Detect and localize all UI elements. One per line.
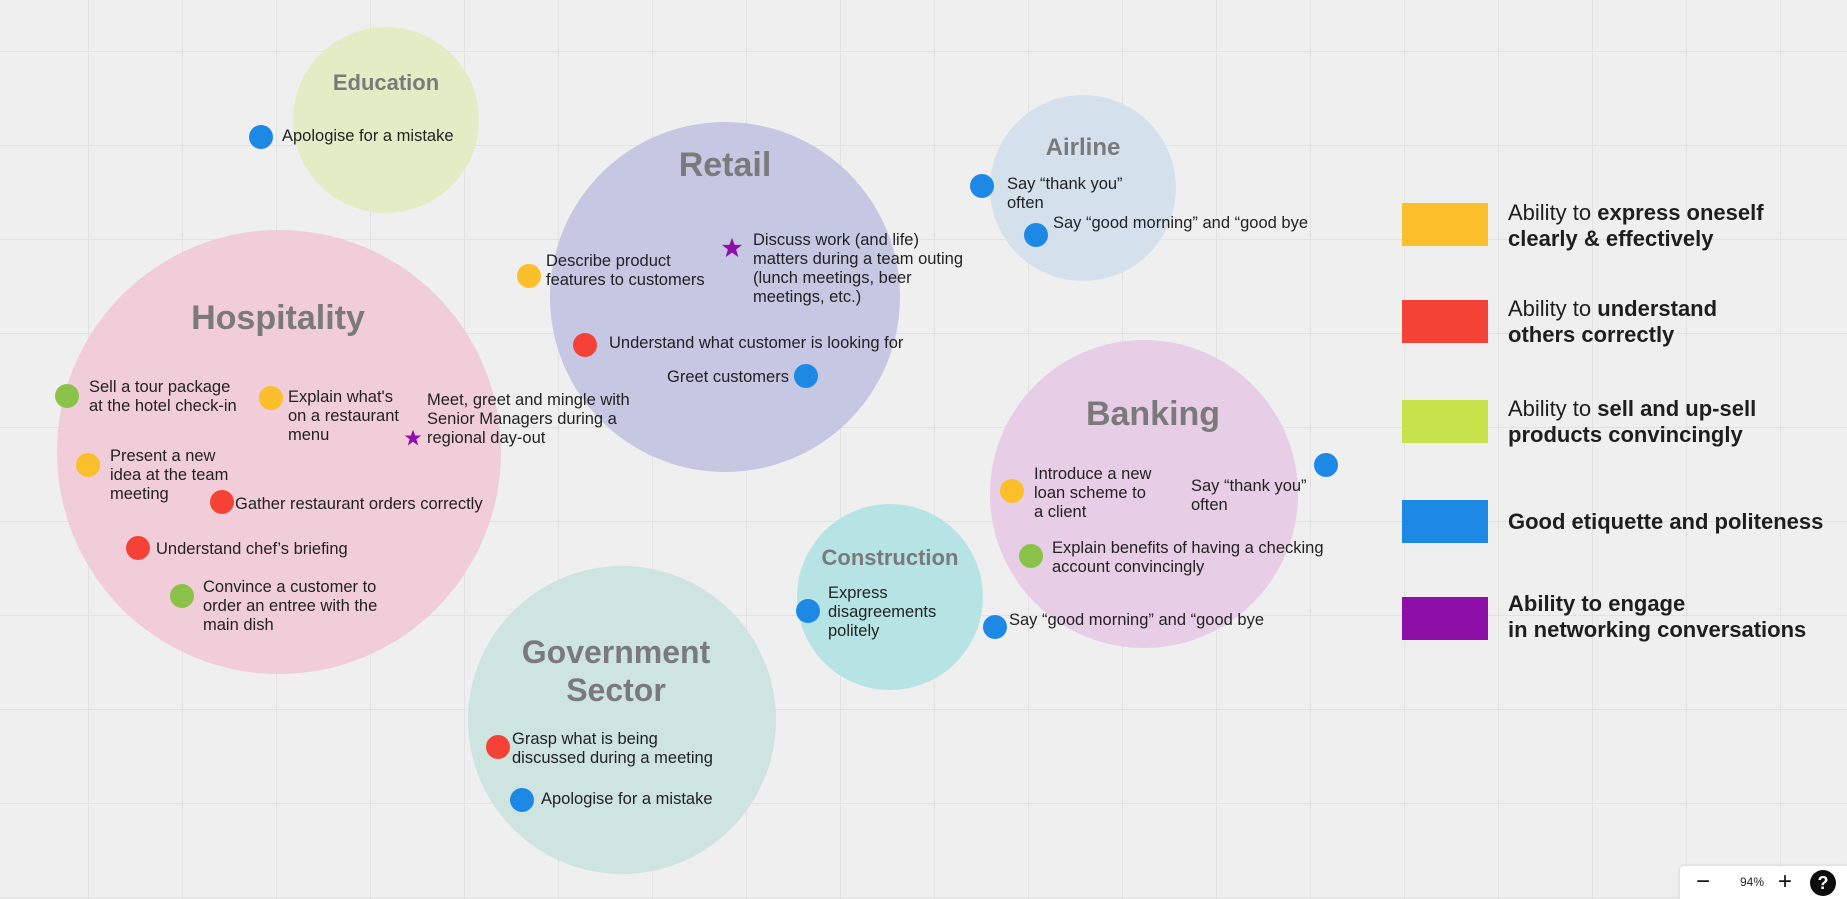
item-label: Understand what customer is looking for [609,334,904,352]
hospitality-circle[interactable] [57,230,501,674]
construction-title: Construction [821,545,959,570]
express-dot[interactable] [259,386,283,410]
legend-swatch-express [1402,203,1488,246]
item-label: Grasp what is being discussed during a m… [512,730,713,767]
education-circle[interactable] [293,27,479,213]
zoom-toolbar: − 94% + ? [1680,866,1847,899]
airline-circle[interactable] [990,95,1176,281]
construction-circle[interactable] [797,504,983,690]
retail-circle[interactable] [550,122,900,472]
hospitality-title: Hospitality [191,299,365,337]
item-label: Say “good morning” and “good bye [1009,611,1264,629]
legend-swatch-understand [1402,300,1488,343]
item-label: Explain benefits of having a checking ac… [1052,539,1324,576]
etiquette-dot[interactable] [510,788,534,812]
express-dot[interactable] [1000,479,1024,503]
sell-dot[interactable] [1019,544,1043,568]
etiquette-dot[interactable] [796,599,820,623]
understand-dot[interactable] [126,536,150,560]
item-label: Say “thank you” often [1007,175,1123,212]
etiquette-dot[interactable] [983,615,1007,639]
government-circle[interactable] [468,566,776,874]
legend-swatch-sell [1402,400,1488,443]
item-label: Gather restaurant orders correctly [235,495,483,513]
item-label: Apologise for a mistake [541,790,713,808]
networking-star-icon[interactable] [404,429,422,447]
etiquette-dot[interactable] [1024,223,1048,247]
legend-swatch-etiquette [1402,500,1488,543]
legend-item-etiquette: Good etiquette and politeness [1508,509,1824,534]
legend-item-sell: Ability to sell and up-sell products con… [1508,396,1757,447]
legend-item-networking: Ability to engage in networking conversa… [1508,591,1807,642]
sell-dot[interactable] [170,584,194,608]
etiquette-dot[interactable] [1314,453,1338,477]
item-label: Apologise for a mistake [282,127,454,145]
zoom-out-button[interactable]: − [1695,868,1710,895]
networking-star-icon[interactable] [721,237,743,259]
government-title: Government Sector [521,634,711,709]
legend-item-understand: Ability to understand others correctly [1508,296,1718,347]
express-dot[interactable] [76,453,100,477]
item-label: Meet, greet and mingle with Senior Manag… [427,391,630,447]
legend-item-express: Ability to express oneself clearly & eff… [1508,200,1764,251]
item-label: Sell a tour package at the hotel check-i… [89,378,237,415]
sell-dot[interactable] [55,384,79,408]
understand-dot[interactable] [210,490,234,514]
banking-title: Banking [1085,395,1221,433]
help-button[interactable]: ? [1810,870,1836,896]
item-label: Convince a customer to order an entree w… [203,578,378,634]
education-title: Education [332,70,440,95]
understand-dot[interactable] [486,735,510,759]
zoom-level: 94% [1739,875,1765,889]
retail-title: Retail [678,146,772,184]
understand-dot[interactable] [573,333,597,357]
etiquette-dot[interactable] [970,174,994,198]
airline-title: Airline [1045,134,1121,161]
item-label: Express disagreements politely [828,584,937,640]
item-label: Say “thank you” often [1191,477,1307,514]
item-label: Describe product features to customers [546,252,705,289]
item-label: Understand chef’s briefing [156,540,348,558]
item-label: Explain what's on a restaurant menu [288,388,399,444]
etiquette-dot[interactable] [794,364,818,388]
item-label: Introduce a new loan scheme to a client [1034,465,1152,521]
zoom-in-button[interactable]: + [1777,868,1792,895]
item-label: Greet customers [667,368,789,386]
item-label: Present a new idea at the team meeting [110,447,229,503]
banking-circle[interactable] [990,340,1298,648]
express-dot[interactable] [517,264,541,288]
etiquette-dot[interactable] [249,125,273,149]
legend-swatch-networking [1402,597,1488,640]
item-label: Discuss work (and life) matters during a… [753,231,964,306]
item-label: Say “good morning” and “good bye [1053,214,1308,232]
